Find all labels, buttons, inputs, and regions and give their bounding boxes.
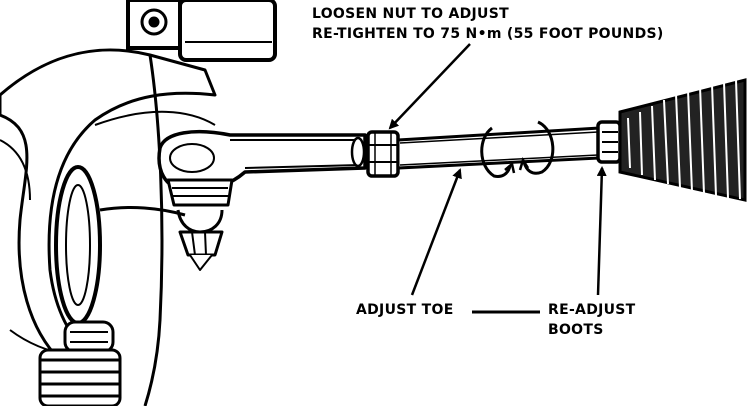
outer-tie-rod-end (99, 129, 367, 271)
rotation-arrows-icon (480, 120, 555, 178)
inner-tie-rod (396, 126, 602, 170)
nut-callout-line2: RE-TIGHTEN TO 75 N•m (55 FOOT POUNDS) (312, 26, 664, 42)
upper-mount-bracket (126, 0, 277, 62)
nut-callout-line1: LOOSEN NUT TO ADJUST (312, 6, 509, 22)
jam-nut (366, 130, 400, 178)
adjust-toe-label: ADJUST TOE (356, 302, 454, 318)
leader-lines (388, 43, 607, 314)
steering-gear-boot (596, 78, 747, 202)
readjust-boots-line2: BOOTS (548, 322, 604, 338)
readjust-boots-line1: RE-ADJUST (548, 302, 636, 318)
